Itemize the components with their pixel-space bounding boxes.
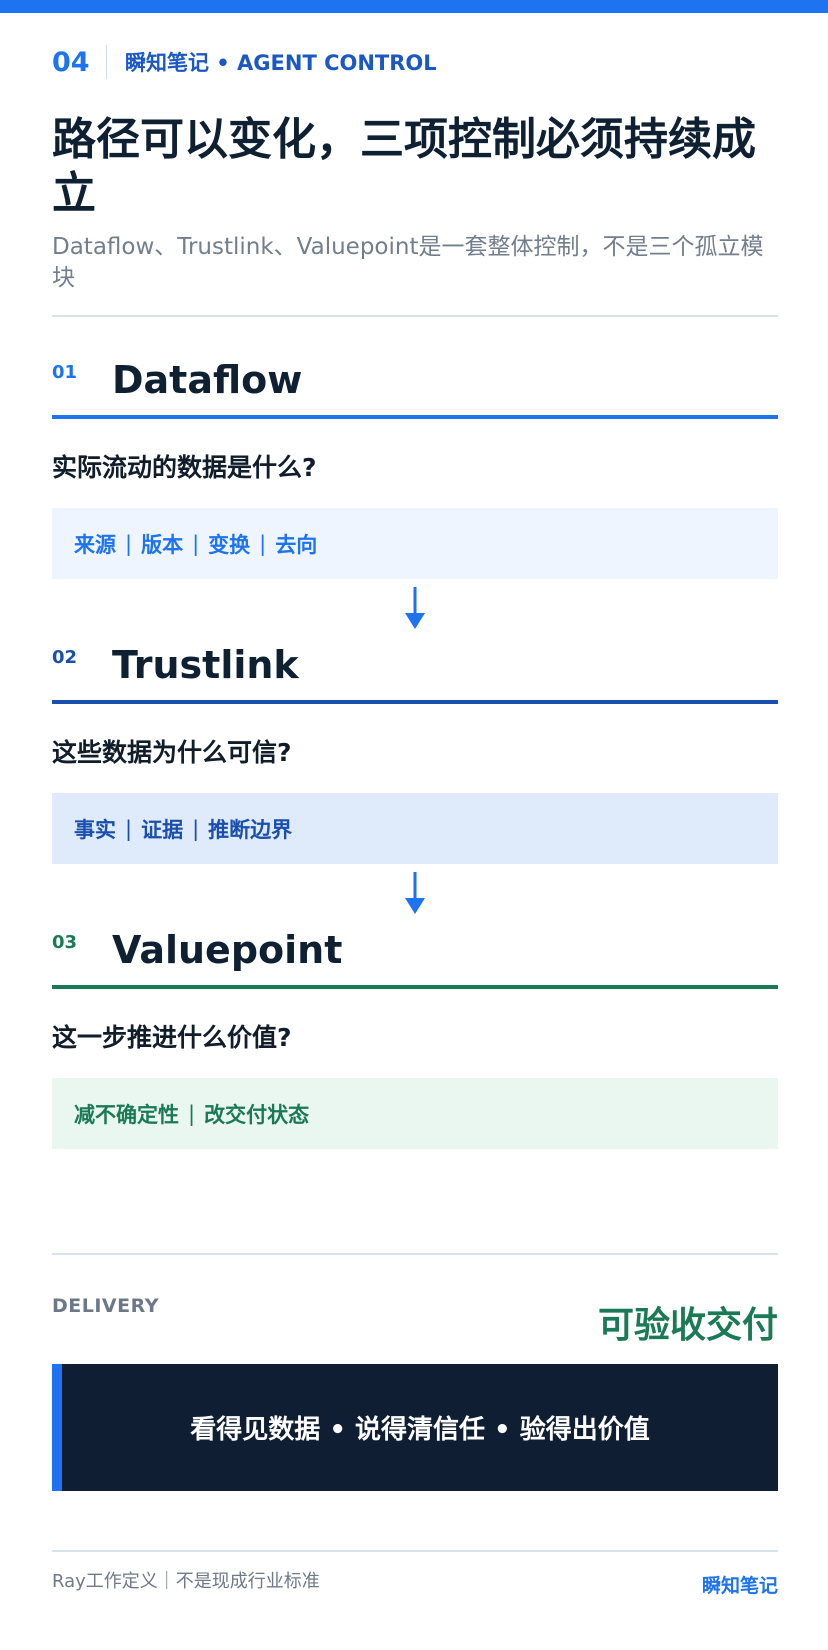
- page-title: 路径可以变化，三项控制必须持续成立: [52, 114, 756, 219]
- summary-banner: 看得见数据 • 说得清信任 • 验得出价值: [52, 1364, 778, 1491]
- tag-separator: |: [125, 816, 133, 841]
- footer-note: Ray工作定义｜不是现成行业标准: [52, 1571, 320, 1592]
- delivery-divider: [52, 1253, 778, 1255]
- tag-label: 去向: [275, 532, 318, 557]
- brand-line: 瞬知笔记 • AGENT CONTROL: [125, 51, 437, 75]
- section-title-valuepoint: Valuepoint: [112, 928, 343, 972]
- tag-label: 变换: [208, 532, 251, 557]
- tag-label: 改交付状态: [204, 1102, 310, 1127]
- tag-label: 证据: [141, 817, 184, 842]
- section-number-trustlink: 02: [52, 647, 78, 668]
- tag-separator: |: [192, 816, 200, 841]
- delivery-value: 可验收交付: [597, 1305, 778, 1346]
- down-arrow-icon: [405, 872, 425, 914]
- tag-label: 减不确定性: [74, 1102, 179, 1127]
- section-underline-dataflow: [52, 415, 778, 419]
- page-subtitle: Dataflow、Trustlink、Valuepoint是一套整体控制，不是三…: [52, 234, 764, 291]
- tag-separator: |: [259, 531, 267, 556]
- down-arrow-icon: [405, 587, 425, 629]
- banner-text: 看得见数据 • 说得清信任 • 验得出价值: [190, 1415, 650, 1445]
- top-accent-bar: [0, 0, 828, 13]
- page-number: 04: [52, 46, 90, 78]
- section-underline-valuepoint: [52, 985, 778, 989]
- section-question-valuepoint: 这一步推进什么价值?: [52, 1023, 292, 1052]
- tag-label: 版本: [141, 532, 184, 557]
- tag-label: 来源: [74, 532, 116, 557]
- tag-separator: |: [192, 531, 200, 556]
- section-number-dataflow: 01: [52, 362, 78, 383]
- section-question-dataflow: 实际流动的数据是什么?: [52, 453, 317, 482]
- tag-separator: |: [125, 531, 133, 556]
- tag-separator: |: [188, 1101, 196, 1126]
- section-title-dataflow: Dataflow: [112, 358, 303, 402]
- tag-label: 事实: [74, 817, 116, 842]
- tag-box-valuepoint: 减不确定性 | 改交付状态: [52, 1078, 778, 1149]
- delivery-label: DELIVERY: [52, 1295, 159, 1317]
- tag-box-trustlink: 事实 | 证据 | 推断边界: [52, 793, 778, 864]
- tag-box-dataflow: 来源 | 版本 | 变换 | 去向: [52, 508, 778, 579]
- page-header: 04 瞬知笔记 • AGENT CONTROL: [52, 44, 437, 80]
- footer-brand: 瞬知笔记: [701, 1575, 778, 1597]
- section-title-trustlink: Trustlink: [112, 643, 299, 687]
- section-underline-trustlink: [52, 700, 778, 704]
- banner-accent-bar: [52, 1364, 62, 1491]
- title-divider: [52, 315, 778, 317]
- section-number-valuepoint: 03: [52, 932, 78, 953]
- footer-divider: [52, 1550, 778, 1552]
- tag-label: 推断边界: [208, 817, 293, 842]
- header-divider: [106, 45, 107, 79]
- section-question-trustlink: 这些数据为什么可信?: [52, 738, 292, 767]
